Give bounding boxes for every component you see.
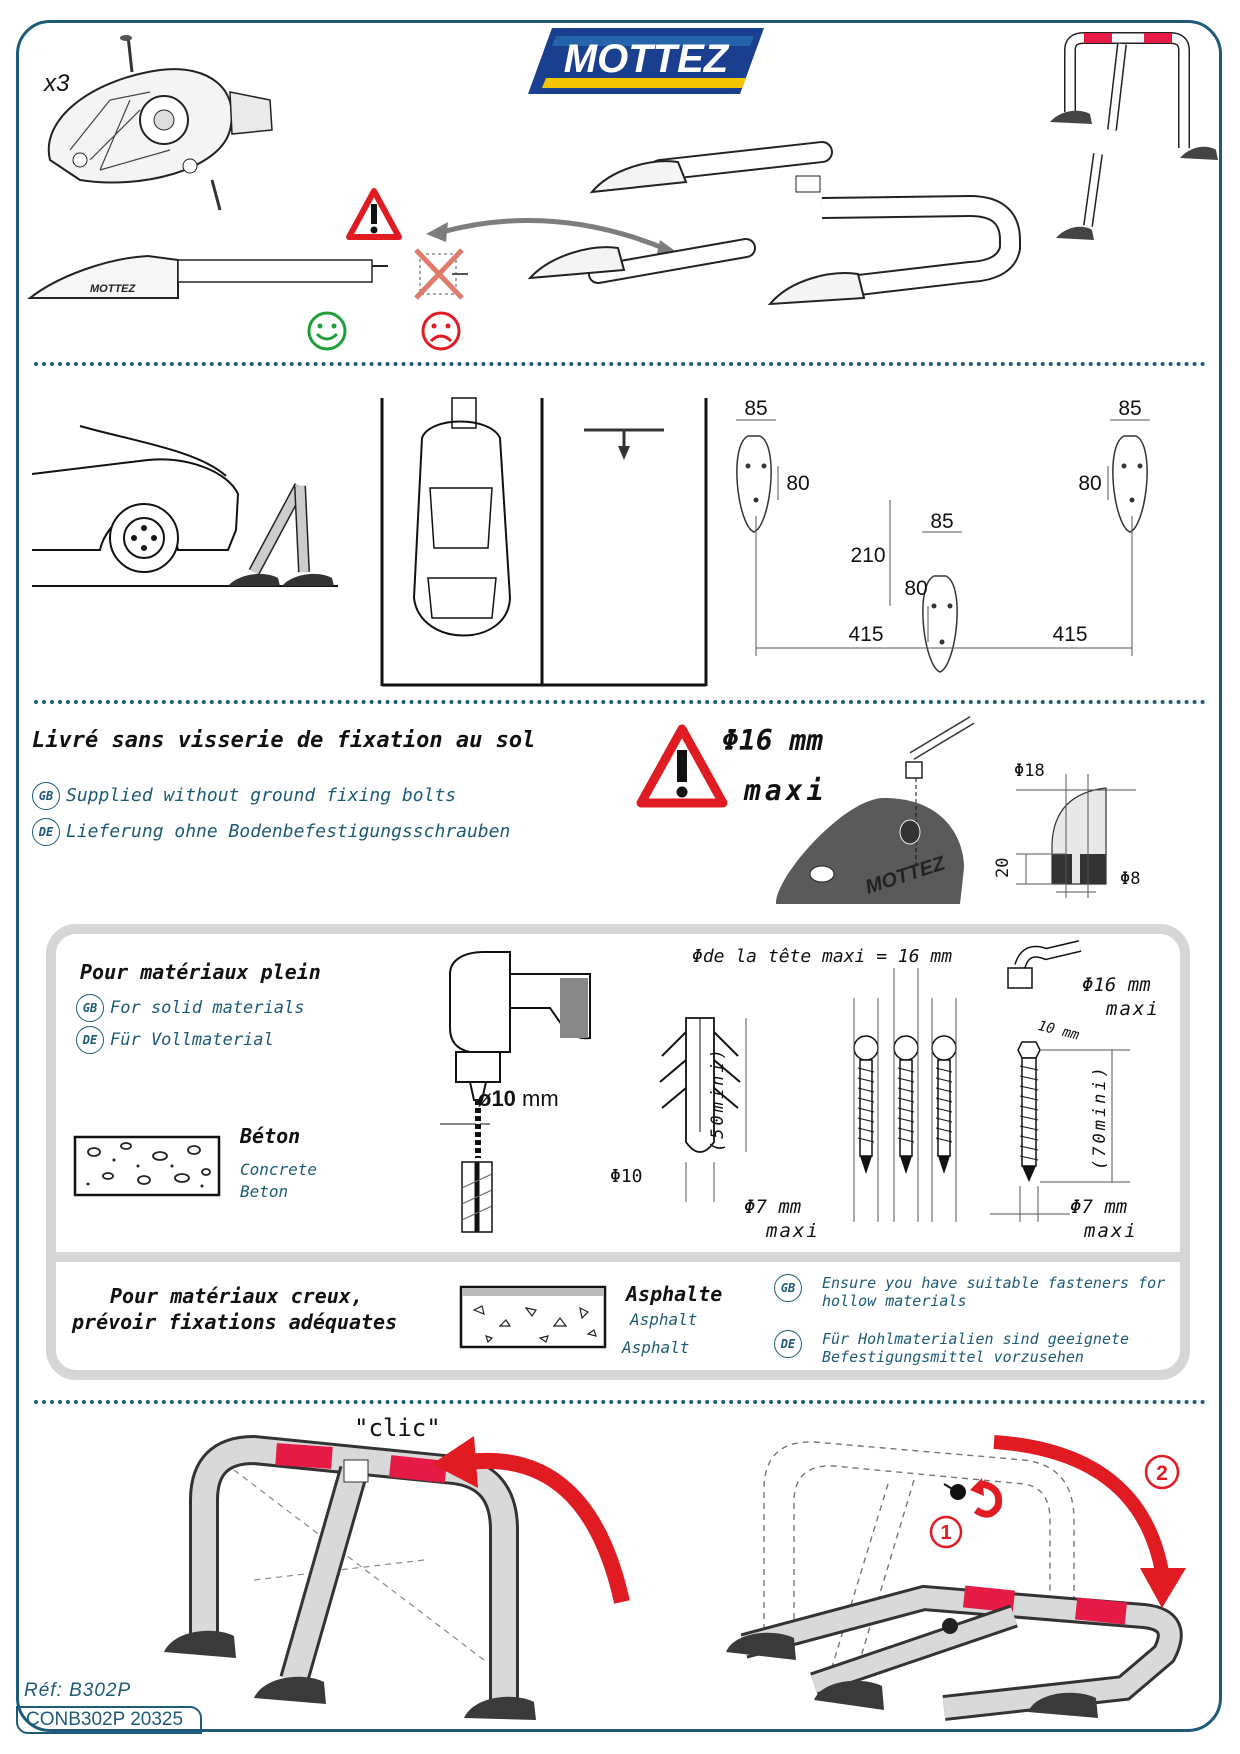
dim-phi18: Φ18	[1014, 761, 1045, 781]
dim-85-left: 85	[744, 397, 767, 420]
quantity-label: x3	[44, 70, 70, 97]
step2-label: 2	[1156, 1462, 1168, 1485]
screw-diameter-left: Φ7 mm	[744, 1196, 802, 1218]
asphalt-de-label: Asphalt	[622, 1338, 690, 1357]
page-frame	[16, 20, 1222, 1732]
counterbore-section-diagram: Φ18 Φ8 20	[993, 761, 1140, 898]
gb-badge: GB	[32, 782, 60, 810]
hollow-title-1: Pour matériaux creux,	[110, 1284, 363, 1308]
dim-210: 210	[850, 544, 885, 567]
screw-maxi-left: maxi	[766, 1220, 820, 1242]
crossed-out-icon	[414, 248, 468, 300]
side-view-base: MOTTEZ	[27, 254, 388, 299]
anchor-layout-diagram: 85 85 85 80 80 80 210 415 415	[736, 397, 1150, 673]
svg-text:MOTTEZ: MOTTEZ	[90, 283, 136, 295]
bolt-head-label: Φ16 mm	[1082, 974, 1151, 996]
car-approaching-illustration	[31, 425, 338, 587]
step1-bolt-icon: 1	[929, 1478, 1003, 1549]
warning-triangle-large-icon	[636, 724, 728, 808]
barrier-assembly-illustration	[527, 141, 1021, 306]
raise-arrow-icon	[432, 1436, 630, 1604]
dim-80-left: 80	[786, 472, 809, 495]
screw-maxi-right: maxi	[1084, 1220, 1138, 1242]
drill-illustration	[440, 951, 591, 1233]
dim-85-right: 85	[1118, 397, 1141, 420]
asphalt-gb-label: Asphalt	[630, 1310, 698, 1329]
bolt-length-label: (70mini)	[1090, 1064, 1110, 1170]
hollow-gb-block: GB	[774, 1274, 808, 1302]
base-plate-illustration	[47, 35, 273, 211]
concrete-texture-swatch	[73, 1135, 221, 1197]
warning-triangle-icon	[346, 188, 402, 240]
hollow-de-block: DE	[774, 1330, 808, 1358]
head-max-label: Φde la tête maxi = 16 mm	[692, 946, 953, 967]
asphalt-label: Asphalte	[626, 1282, 723, 1306]
clic-label: "clic"	[354, 1414, 441, 1442]
dim-415-left: 415	[848, 623, 883, 646]
beton-gb-label: Concrete	[240, 1160, 318, 1179]
wall-plug-illustration	[659, 1017, 747, 1202]
max-diameter-label: Φ16 mm	[722, 724, 824, 757]
plug-diameter-label: Φ10	[610, 1166, 643, 1187]
parking-space-topview	[380, 397, 708, 687]
asphalt-texture-swatch	[459, 1285, 607, 1349]
barrier-exploded-illustration	[1050, 32, 1218, 240]
lower-arrow-icon: 2	[993, 1435, 1186, 1608]
sad-face-icon	[421, 311, 461, 351]
separator-1	[34, 362, 1206, 366]
dim-phi8: Φ8	[1120, 869, 1140, 889]
bolt-illustration	[990, 940, 1130, 1222]
panel-divider	[56, 1252, 1180, 1262]
beton-label: Béton	[240, 1124, 301, 1148]
happy-face-icon	[307, 311, 347, 351]
drill-diameter-label: ø10 mm	[478, 1086, 559, 1111]
screw-diameter-right: Φ7 mm	[1070, 1196, 1128, 1218]
barrier-lower-illustration	[726, 1441, 1183, 1721]
max-label: maxi	[744, 774, 828, 807]
document-code: CONB302P 20325	[16, 1706, 202, 1734]
barrier-raise-illustration	[164, 1434, 536, 1720]
reference-label: Réf: B302P	[24, 1680, 132, 1701]
dim-85-mid: 85	[930, 510, 953, 533]
logo-text: MOTTEZ	[564, 37, 730, 81]
no-fixing-title: Livré sans visserie de fixation au sol	[32, 728, 536, 753]
plug-length-label: (50mini)	[708, 1046, 728, 1152]
mottez-logo: MOTTEZ	[528, 28, 764, 94]
beton-de-label: Beton	[240, 1182, 289, 1201]
materials-panel	[46, 924, 1190, 1380]
dim-80-right: 80	[1078, 472, 1101, 495]
dim-20: 20	[993, 858, 1013, 878]
hollow-title-2: prévoir fixations adéquates	[72, 1310, 398, 1334]
step1-label: 1	[940, 1522, 951, 1544]
separator-3	[34, 1400, 1206, 1404]
screws-illustration	[853, 968, 957, 1222]
dim-415-right: 415	[1052, 623, 1087, 646]
separator-2	[34, 700, 1206, 704]
de-badge: DE	[32, 818, 60, 846]
solid-materials-title: Pour matériaux plein	[80, 960, 321, 984]
bolt-head-maxi: maxi	[1106, 998, 1160, 1020]
base-with-wrench-illustration: MOTTEZ	[775, 716, 975, 904]
dim-80-mid: 80	[904, 577, 927, 600]
